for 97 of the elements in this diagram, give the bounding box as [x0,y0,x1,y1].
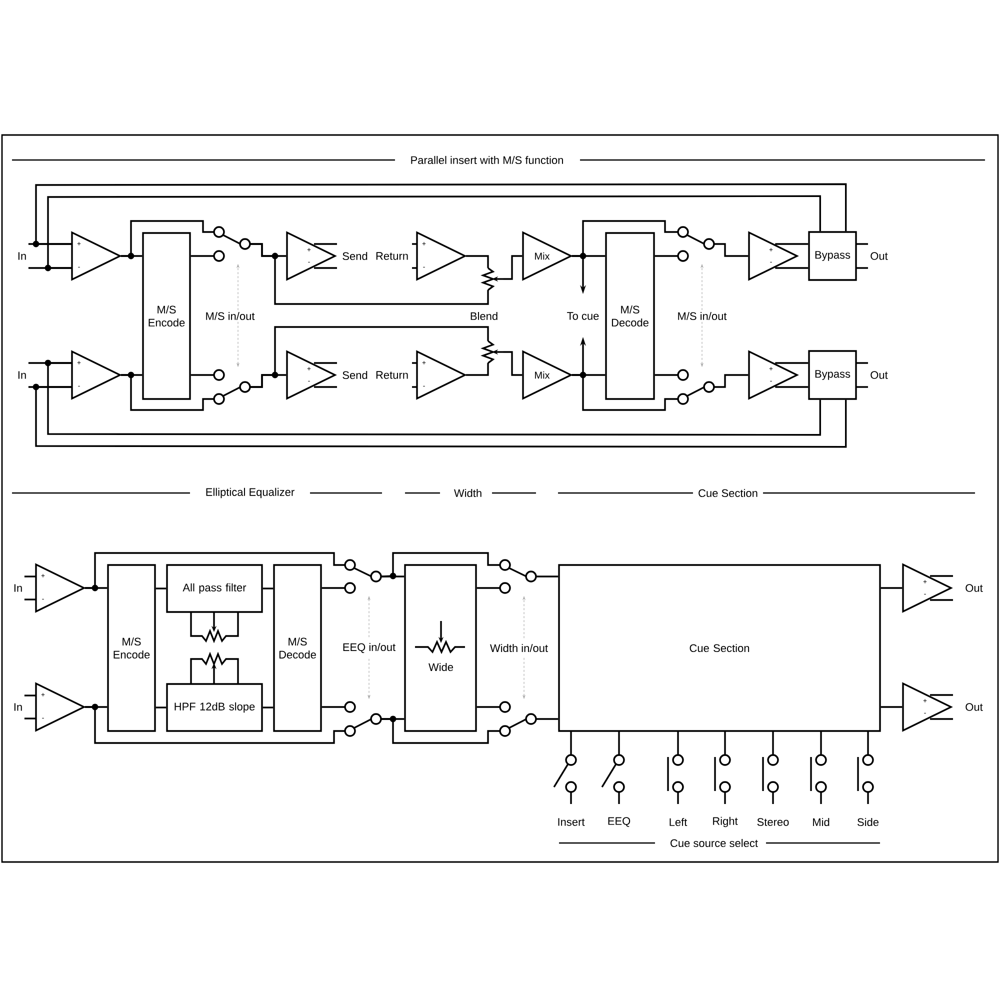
wire [156,588,166,590]
wire [381,718,500,744]
wire [466,363,489,376]
wire [84,706,345,744]
wire [156,706,166,708]
wire [47,362,822,436]
wire [190,255,214,257]
switch-label: Left [670,818,688,826]
port-label: Out [870,252,888,260]
wire [250,243,489,305]
wire [536,576,558,578]
wire [262,588,274,590]
port-label: Out [966,584,983,592]
potentiometer-symbol [480,340,503,364]
process-box: M/S Decode [605,232,655,400]
switch-label: M/S in/out [678,312,727,320]
wire [714,374,748,388]
switch-label: Stereo [757,818,789,826]
potentiometer-symbol [480,267,503,291]
switch-label: Right [713,816,738,828]
switch-label: Mid [813,818,830,826]
control-label: Blend [470,312,498,320]
process-box: HPF 12dB slope [166,683,263,732]
process-box: Cue Section [558,564,881,732]
switch-label: M/S in/out [206,312,255,320]
port-label: Return [376,252,408,260]
wire [775,386,808,388]
switch-label: EEQ [608,817,630,827]
process-box: M/S Encode [142,232,191,400]
wire [476,706,500,708]
switch-label: Side [858,818,879,826]
wire [476,587,500,589]
wire [250,326,489,388]
port-label: In [14,584,22,592]
switch-symbol [344,701,382,737]
port-label: Out [870,371,888,379]
wire [503,351,522,376]
switch-symbol [213,226,251,262]
section-heading: Cue Section [698,488,758,498]
wire [880,587,902,589]
section-heading: Cue source select [670,838,758,848]
port-label: In [14,703,22,711]
port-label: Send [342,252,368,260]
wire [322,587,345,589]
potentiometer-symbol [190,612,239,644]
wire [322,706,345,708]
wire [536,718,558,720]
switch-label: Insert [558,818,585,826]
process-box: Bypass [808,231,868,281]
process-box: Bypass [808,350,868,400]
wire [120,220,214,257]
wire [190,374,214,376]
wire [503,255,522,280]
wire [24,576,36,578]
wire [775,243,808,245]
wire [775,362,808,364]
section-heading: Elliptical Equalizer [206,488,294,498]
wire [84,552,345,589]
wire [24,598,36,600]
wire [714,243,748,257]
switch-symbol [213,369,251,405]
wire [120,374,214,411]
wire [654,255,678,257]
port-label: In [18,371,26,379]
port-label: Send [342,370,368,380]
potentiometer-symbol [190,652,239,684]
wire [35,183,847,245]
wire [381,576,404,578]
switch-symbol [677,369,715,405]
section-heading: Parallel insert with M/S function [411,156,563,164]
wire [24,694,36,696]
wire [24,718,36,720]
port-label: Return [376,371,408,379]
section-heading: Width [454,488,482,498]
wire [572,220,678,257]
switch-symbol [344,559,382,594]
port-label: Out [966,703,983,711]
wire [654,374,678,376]
wire [262,706,274,708]
switch-label: Width in/out [490,644,548,652]
switch-symbol [499,559,537,594]
wire [572,374,678,411]
process-box: Wide [404,564,477,732]
port-label: In [18,252,26,260]
process-box: M/S Encode [107,564,156,732]
wire [47,195,822,269]
wire [466,255,489,268]
switch-symbol [677,226,715,262]
wire [775,267,808,269]
process-box: All pass filter [166,564,263,613]
signal-label: To cue [567,312,599,320]
wire [380,552,500,578]
switch-label: EEQ in/out [343,642,396,654]
process-box: M/S Decode [273,564,322,732]
wire [880,706,902,708]
wire [35,386,847,448]
switch-symbol [499,701,537,737]
